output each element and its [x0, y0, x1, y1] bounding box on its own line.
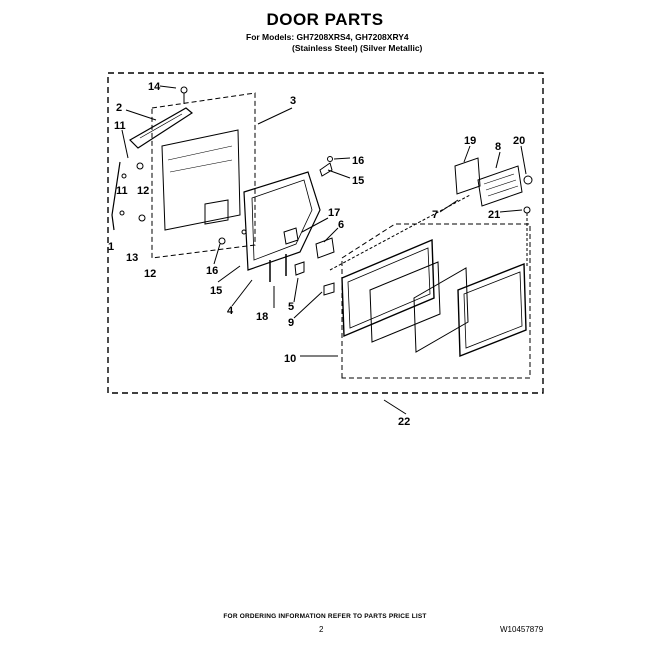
callout-4: 4 [227, 305, 234, 317]
callout-14: 14 [148, 81, 161, 93]
door-gasket-frame [341, 238, 435, 338]
left-hinge-rod [111, 161, 121, 231]
callout-16b: 16 [206, 265, 218, 277]
outer-door-panel [161, 129, 241, 231]
models-line: For Models: GH7208XRS4, GH7208XRY4 [246, 32, 409, 42]
inner-glass [369, 261, 441, 343]
inner-door-frame [243, 171, 321, 271]
outer-door-boundary [151, 92, 256, 259]
callout-7: 7 [432, 209, 438, 221]
callout-15a: 15 [352, 175, 364, 187]
callout-3: 3 [290, 95, 296, 107]
callout-11b: 11 [116, 185, 128, 197]
callout-6: 6 [338, 219, 344, 231]
callout-18: 18 [256, 311, 268, 323]
assembly-boundary [107, 72, 544, 394]
vent-part-8 [477, 165, 523, 207]
door-handle [129, 107, 194, 149]
callout-1: 1 [108, 241, 114, 253]
callout-12b: 12 [144, 268, 156, 280]
inner-door-liner [457, 262, 527, 358]
vent-part-19 [454, 157, 481, 195]
washer-12a [136, 162, 144, 170]
washer-12b [138, 214, 146, 222]
handle-screw [180, 86, 188, 94]
callout-19: 19 [464, 135, 476, 147]
callout-16a: 16 [352, 155, 364, 167]
callout-5: 5 [288, 301, 294, 313]
callout-15b: 15 [210, 285, 222, 297]
page-title: DOOR PARTS [266, 10, 384, 29]
callout-21: 21 [488, 209, 500, 221]
glass-panel [413, 267, 469, 353]
clip-5 [294, 261, 305, 276]
screw-16a [327, 156, 333, 162]
callout-22: 22 [398, 416, 410, 428]
hinge-bracket-15 [319, 162, 333, 177]
finish-line: (Stainless Steel) (Silver Metallic) [292, 43, 423, 53]
callout-9: 9 [288, 317, 294, 329]
callout-8: 8 [495, 141, 501, 153]
screw-16b [218, 237, 226, 245]
screw-20 [523, 175, 533, 185]
callout-17: 17 [328, 207, 340, 219]
callout-13: 13 [126, 252, 138, 264]
screw-21 [523, 206, 531, 214]
page-number: 2 [319, 625, 324, 634]
callout-10: 10 [284, 353, 296, 365]
gasket-9 [323, 282, 335, 296]
callout-12a: 12 [137, 185, 149, 197]
screw-16c [241, 229, 247, 235]
latch-17 [283, 227, 299, 245]
outer-door-bracket [204, 199, 229, 225]
callout-11a: 11 [114, 120, 126, 132]
callout-2: 2 [116, 102, 122, 114]
document-number: W10457879 [500, 625, 544, 634]
ordering-note: FOR ORDERING INFORMATION REFER TO PARTS … [223, 613, 427, 620]
callout-20: 20 [513, 135, 525, 147]
